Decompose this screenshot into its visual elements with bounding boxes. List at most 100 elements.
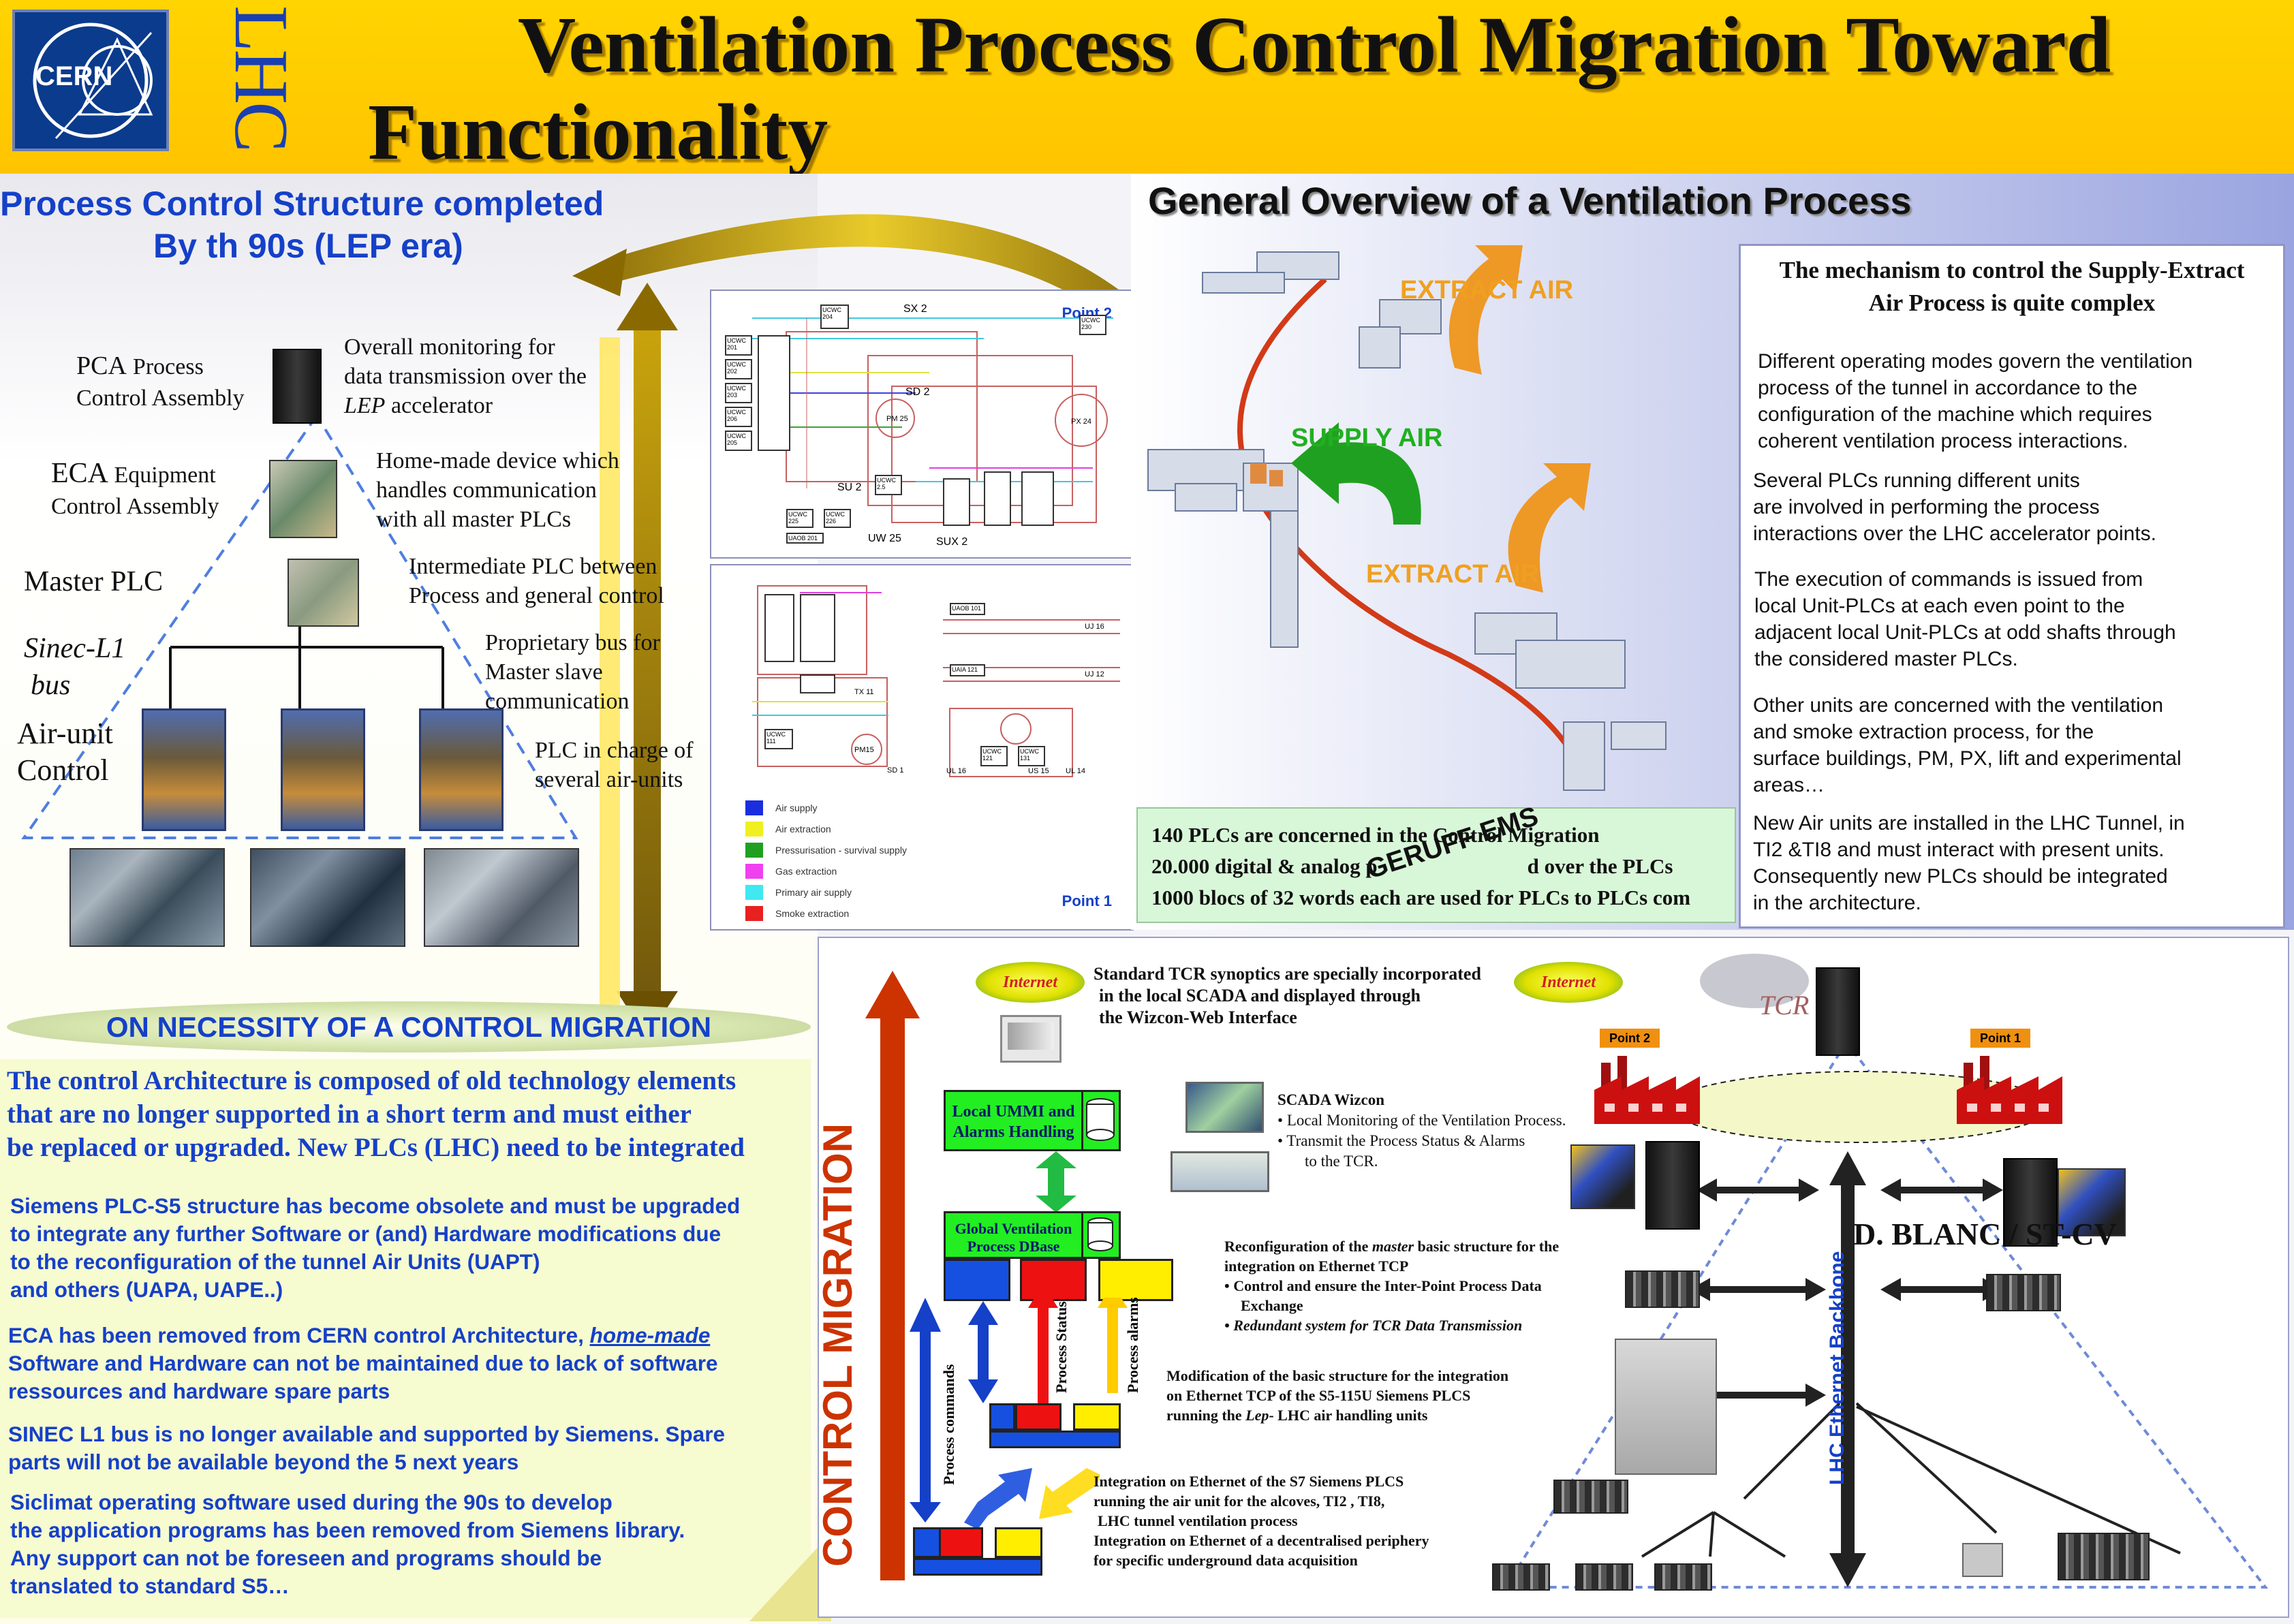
periphery-rack-2 [1575,1563,1633,1591]
ethernet-backbone-label: LHC Ethernet Backbone [1826,1251,1848,1485]
eca-label-equipment: Equipment [114,463,216,488]
necessity-p3-line-2: parts will not be available beyond the 5… [8,1450,519,1474]
mech-p4-line-1: Other units are concerned with the venti… [1753,694,2164,717]
bus-desc-line-2: Master slave [485,659,603,685]
server-right [2003,1158,2058,1247]
operator-pc-right [2058,1168,2126,1236]
necessity-p2-line-1: ECA has been removed from CERN control A… [8,1323,590,1347]
mech-p1-line-3: configuration of the machine which requi… [1758,403,2152,426]
pca-label-process: Process [132,354,204,379]
local-ummi-db-panel [1083,1090,1121,1151]
cern-logo: CERN [12,10,169,151]
ventilation-3d-diagram [1147,245,1667,791]
necessity-intro-line-2: that are no longer supported in a short … [7,1099,692,1129]
legend-item: Gas extraction [745,860,950,881]
eca-desc-line-1: Home-made device which [376,448,619,473]
supply-air-label: SUPPLY AIR [1291,424,1443,452]
mech-p1-line-1: Different operating modes govern the ven… [1758,350,2193,373]
schem-label-sux2: SUX 2 [936,536,968,548]
global-db-line-2: Process DBase [967,1238,1060,1255]
page-curl-icon [749,1533,831,1621]
reconf-line-3: • Control and ensure the Inter-Point Pro… [1224,1277,1542,1294]
mech-p3-line-3: adjacent local Unit-PLCs at odd shafts t… [1754,621,2176,644]
tcr-server-image [1816,967,1860,1056]
factory-icon-point-2 [1594,1056,1700,1124]
tcr-label: TCR [1759,990,1810,1020]
database-icon [1086,1098,1115,1141]
author-label: D. BLANC / ST-CV [1853,1217,2117,1251]
legend-swatch [745,842,763,858]
intermediate-plc-description: Intermediate PLC between Process and gen… [409,552,664,610]
mech-p5-line-3: Consequently new PLCs should be integrat… [1753,865,2168,888]
yellow-block-1 [1098,1259,1173,1301]
air-unit-label-line-2: Control [17,753,109,787]
mechanism-box: The mechanism to control the Supply-Extr… [1739,244,2285,928]
global-db-panel [1083,1211,1121,1259]
air-handling-unit-photo-2 [250,848,405,947]
cern-logo-text: CERN [35,61,113,91]
blue-block-1 [944,1259,1010,1301]
mech-p4-line-4: areas… [1753,774,1825,796]
database-icon-2 [1087,1217,1113,1251]
control-migration-arrow [865,971,920,1580]
schematic-point-1-wiring [752,585,1120,777]
plc-summary-text: 140 PLCs are concerned in the Control Mi… [1151,819,1690,914]
scada-screen-image-1 [1185,1082,1264,1133]
mech-p2-line-3: interactions over the LHC accelerator po… [1753,522,2156,545]
internet-badge-1-text: Internet [1002,973,1057,991]
plc-rack-s5-left [1625,1270,1700,1308]
periphery-rack-1 [1492,1563,1550,1591]
reconf-line-1c: basic structure for the [1414,1238,1560,1255]
mech-p3-line-1: The execution of commands is issued from [1754,568,2143,591]
legend-label: Gas extraction [775,865,837,877]
mech-p5-line-4: in the architecture. [1753,892,1921,914]
mech-p4-line-3: surface buildings, PM, PX, lift and expe… [1753,747,2182,770]
process-status-label: Process Status [1053,1301,1070,1393]
sinec-bus-label: Sinec-L1 bus [24,630,125,704]
process-alarms-label: Process alarms [1124,1297,1141,1393]
legend-label: Primary air supply [775,886,852,898]
modif-line-2: on Ethernet TCP of the S5-115U Siemens P… [1166,1387,1471,1404]
necessity-p4-line-3: Any support can not be foreseen and prog… [10,1546,602,1570]
global-db-line-1: Global Ventilation [955,1220,1072,1237]
air-unit-cabinet-2 [281,708,365,831]
blue-bar-3 [913,1558,1042,1576]
eca-label-abbr: ECA [51,458,108,489]
mech-p1-line-2: process of the tunnel in accordance to t… [1758,377,2138,399]
reconf-master: master [1371,1238,1414,1255]
pca-desc-line-1: Overall monitoring for [344,334,555,360]
air-unit-control-label: Air-unit Control [17,715,113,789]
pca-label-full: Control Assembly [76,386,245,411]
necessity-p4-line-1: Siclimat operating software used during … [10,1490,613,1514]
io-module-image [1962,1543,2003,1577]
sinec-label-line-1: Sinec-L1 [24,633,126,664]
plc-rack-large [2058,1533,2150,1580]
legend-label: Pressurisation - survival supply [775,844,907,856]
legend-swatch [745,800,763,815]
internet-badge-2: Internet [1514,962,1623,1003]
schem-label-ul14: UL 14 [1066,767,1085,775]
pca-label-abbr: PCA [76,352,127,380]
mechanism-paragraph-5: New Air units are installed in the LHC T… [1753,810,2185,916]
integ-line-5: for specific underground data acquisitio… [1094,1552,1358,1569]
structure-heading-line-2: By th 90s (LEP era) [153,227,463,265]
pca-desc-lep: LEP [344,393,386,418]
air-handling-unit-photo-3 [424,848,579,947]
necessity-paragraph-2: ECA has been removed from CERN control A… [8,1322,809,1405]
local-ummi-box: Local UMMI and Alarms Handling [944,1090,1083,1151]
reconf-line-1a: Reconfiguration of the [1224,1238,1372,1255]
necessity-p1-line-2: to integrate any further Software or (an… [10,1221,722,1246]
eca-device-image [269,460,337,538]
integ-line-1: Integration on Ethernet of the S7 Siemen… [1094,1473,1404,1490]
necessity-p4-line-4: translated to standard S5… [10,1574,290,1598]
legend-swatch [745,863,763,879]
tcr-text-line-1: Standard TCR synoptics are specially inc… [1094,964,1481,984]
necessity-p2-line-3: ressources and hardware spare parts [8,1379,390,1403]
pca-description: Overall monitoring for data transmission… [344,332,587,420]
schem-label-uj12: UJ 12 [1085,670,1104,678]
mech-p5-line-2: TI2 &TI8 and must interact with present … [1753,839,2165,861]
mechanism-paragraph-4: Other units are concerned with the venti… [1753,692,2182,798]
pca-server-image [273,349,322,424]
yellow-block-2 [1073,1403,1121,1431]
